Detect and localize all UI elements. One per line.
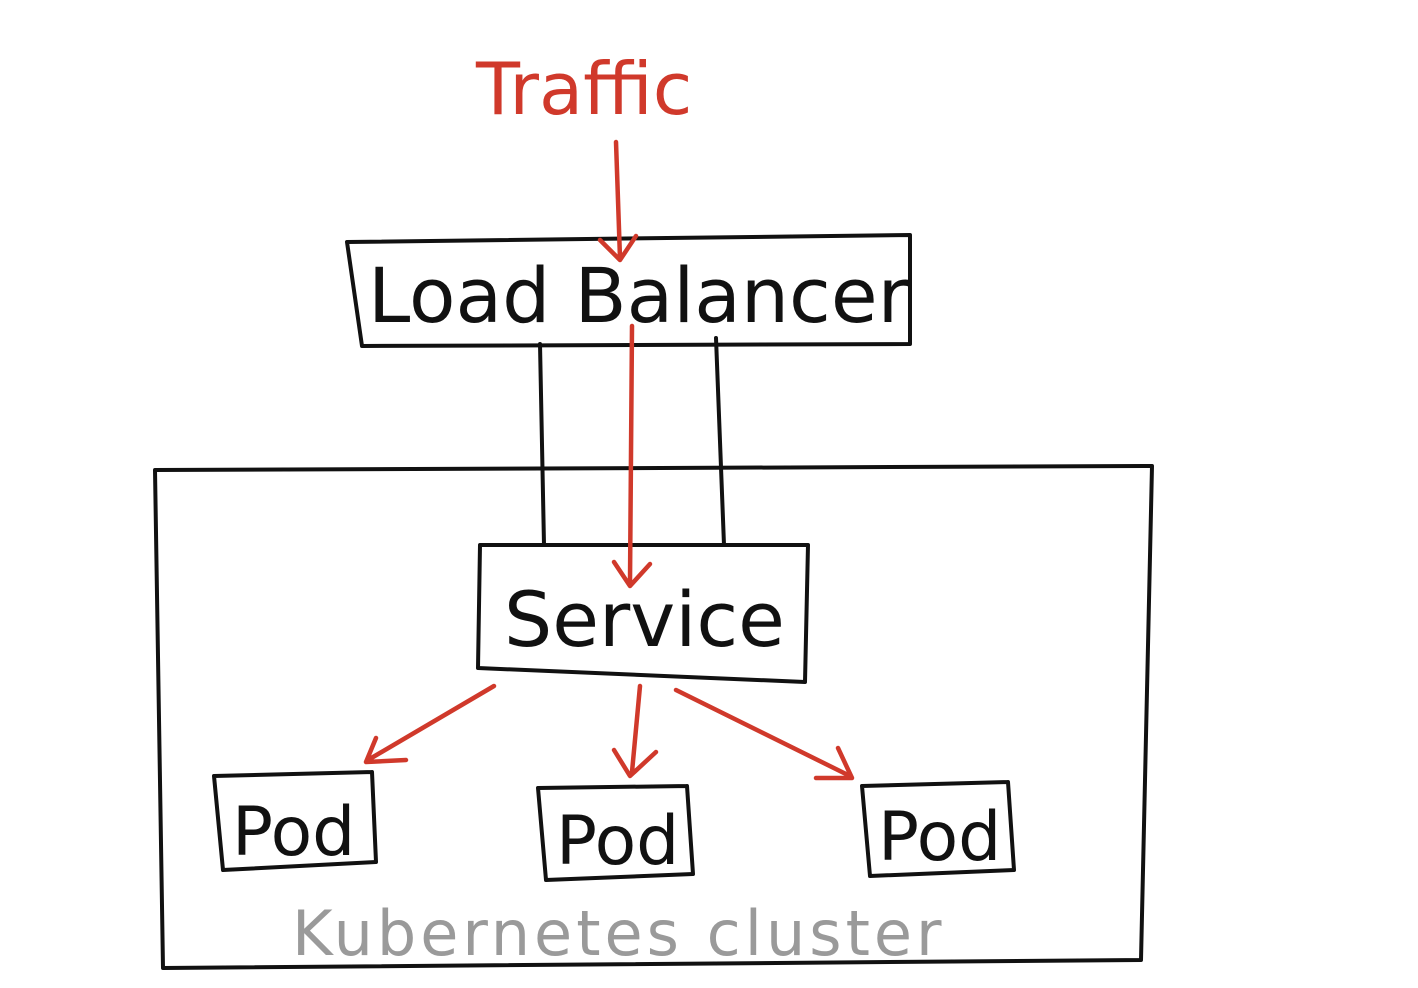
arrow-service-to-pod-3	[673, 687, 855, 781]
pod-box	[212, 770, 378, 872]
lb-service-connector-left	[538, 342, 546, 547]
load-balancer-label: Load Balancer	[368, 251, 910, 340]
cluster-label: Kubernetes cluster	[292, 897, 946, 970]
arrow-service-to-pod-1	[363, 683, 497, 765]
pod-label: Pod	[556, 802, 679, 881]
arrow-lb-to-service	[611, 323, 653, 589]
service-label: Service	[504, 575, 785, 664]
service: Service	[476, 543, 810, 684]
kubernetes-cluster: Kubernetes cluster	[153, 464, 1154, 970]
pod-box	[536, 784, 695, 882]
pod-1: Pod	[212, 770, 378, 872]
cluster-box	[153, 464, 1154, 970]
arrow-traffic-to-lb	[597, 139, 639, 263]
service-box	[476, 543, 810, 684]
traffic-arrows	[363, 139, 855, 781]
pod-label: Pod	[232, 793, 355, 872]
pod-box	[860, 780, 1016, 878]
load-balancer-box	[345, 233, 912, 348]
pod-3: Pod	[860, 780, 1016, 878]
load-balancer: Load Balancer	[345, 233, 912, 348]
traffic-label: Traffic	[475, 47, 692, 131]
arrow-service-to-pod-2	[611, 683, 659, 779]
pod-label: Pod	[878, 798, 1001, 877]
pod-2: Pod	[536, 784, 695, 882]
lb-service-connector-right	[714, 336, 726, 547]
